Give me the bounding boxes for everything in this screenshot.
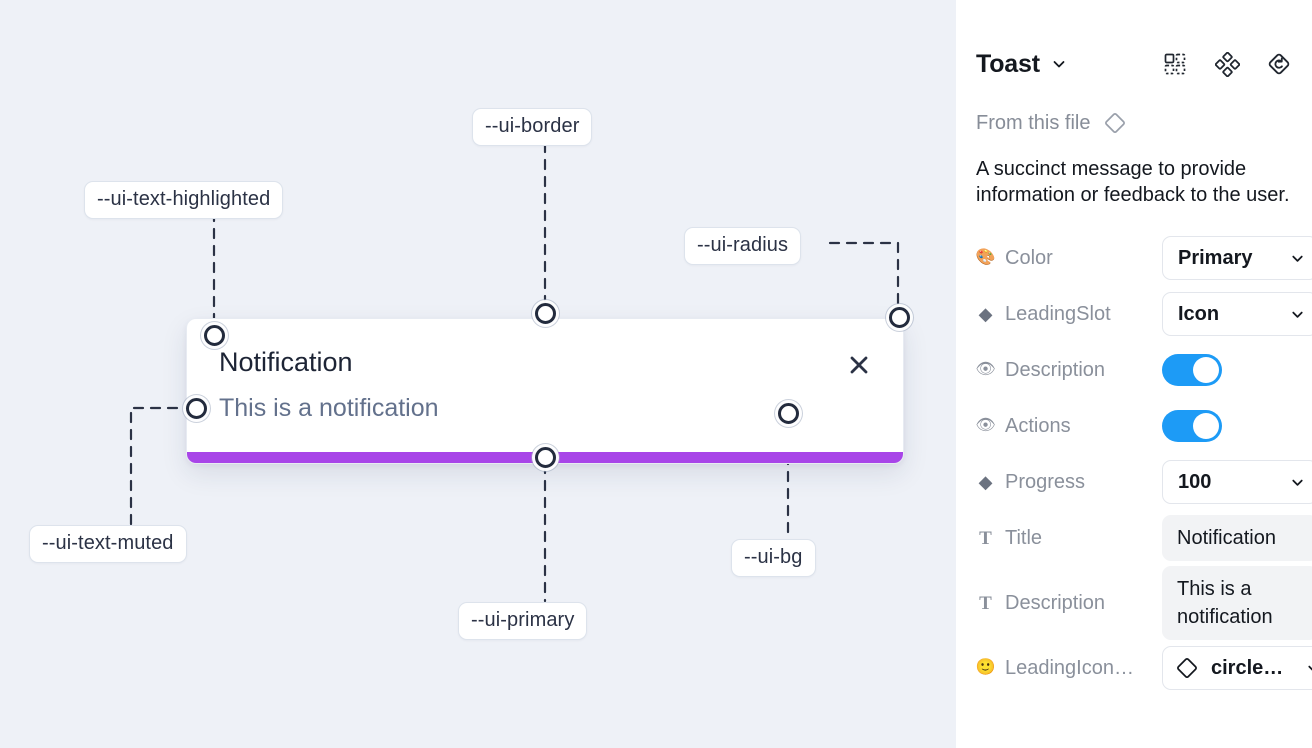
diamond-icon: ◆	[978, 472, 993, 492]
text-icon: T	[979, 527, 992, 549]
design-canvas[interactable]: Notification This is a notification --ui…	[0, 0, 956, 748]
leadingslot-select[interactable]: Icon	[1162, 292, 1312, 336]
token-handle-ui-border[interactable]	[535, 303, 556, 324]
chevron-down-icon[interactable]	[1051, 56, 1067, 72]
title-input[interactable]: Notification	[1162, 515, 1312, 561]
progress-select[interactable]: 100	[1162, 460, 1312, 504]
property-row-description-visibility: 👁 Description	[972, 342, 1296, 398]
chevron-down-icon	[1290, 475, 1305, 490]
header-icon-group	[1162, 51, 1292, 77]
property-row-leadingslot: ◆ LeadingSlot Icon	[972, 286, 1312, 342]
toast-description: This is a notification	[219, 394, 439, 422]
actions-toggle[interactable]	[1162, 410, 1222, 442]
toast-component[interactable]: Notification This is a notification	[186, 318, 904, 464]
eye-icon: 👁	[976, 361, 996, 378]
page-title: Toast	[976, 49, 1040, 78]
property-label-leadingicon: 🙂 LeadingIcon…	[976, 656, 1134, 679]
token-pill-ui-primary[interactable]: --ui-primary	[458, 602, 588, 640]
property-row-color: 🎨 Color Primary	[972, 230, 1312, 286]
property-row-title: T Title Notification	[972, 510, 1312, 566]
text-icon: T	[979, 592, 992, 614]
property-row-leadingicon: 🙂 LeadingIcon… circle…	[972, 640, 1312, 696]
color-select[interactable]: Primary	[1162, 236, 1312, 280]
diamond-icon: ◆	[978, 304, 993, 324]
property-label-title: T Title	[976, 527, 1162, 550]
token-handle-ui-radius[interactable]	[889, 307, 910, 328]
component-diamond-icon	[1174, 655, 1200, 681]
variants-icon[interactable]	[1214, 51, 1240, 77]
property-row-actions: 👁 Actions	[972, 398, 1296, 454]
property-label-color: 🎨 Color	[976, 246, 1053, 269]
property-row-description-text: T Description This is a notification	[972, 566, 1312, 640]
token-pill-ui-radius[interactable]: --ui-radius	[684, 227, 802, 265]
property-label-description-visibility: 👁 Description	[976, 358, 1106, 381]
component-set-icon[interactable]	[1162, 51, 1188, 77]
component-diamond-icon	[1102, 110, 1128, 136]
property-label-progress: ◆ Progress	[976, 471, 1162, 494]
token-handle-ui-primary[interactable]	[535, 447, 556, 468]
chevron-down-icon	[1290, 251, 1305, 266]
close-icon[interactable]	[844, 350, 874, 380]
chevron-down-icon	[1290, 307, 1305, 322]
property-row-progress: ◆ Progress 100	[972, 454, 1312, 510]
property-list: 🎨 Color Primary ◆ LeadingSlot	[972, 230, 1312, 696]
token-pill-ui-text-muted[interactable]: --ui-text-muted	[29, 525, 187, 563]
property-label-description-text: T Description	[976, 592, 1162, 615]
description-toggle[interactable]	[1162, 354, 1222, 386]
token-pill-ui-bg[interactable]: --ui-bg	[731, 539, 816, 577]
inspector-panel: Toast	[956, 0, 1312, 748]
token-handle-ui-text-highlighted[interactable]	[204, 325, 225, 346]
chevron-down-icon	[1306, 661, 1312, 676]
from-this-file-row[interactable]: From this file	[972, 106, 1296, 140]
palette-icon: 🎨	[976, 249, 996, 266]
toast-title: Notification	[219, 347, 353, 377]
leadingicon-select[interactable]: circle…	[1162, 646, 1312, 690]
token-handle-ui-bg[interactable]	[778, 403, 799, 424]
property-label-leadingslot: ◆ LeadingSlot	[976, 303, 1162, 326]
token-handle-ui-text-muted[interactable]	[186, 398, 207, 419]
eye-icon: 👁	[976, 417, 996, 434]
token-pill-ui-text-highlighted[interactable]: --ui-text-highlighted	[84, 181, 284, 219]
component-description: A succinct message to provide informatio…	[976, 158, 1290, 206]
token-pill-ui-border[interactable]: --ui-border	[472, 108, 593, 146]
panel-header: Toast	[972, 28, 1296, 100]
from-this-file-label: From this file	[976, 111, 1091, 134]
property-label-actions: 👁 Actions	[976, 414, 1071, 437]
smiley-icon: 🙂	[976, 659, 996, 676]
toggle-knob	[1193, 413, 1219, 439]
toggle-knob	[1193, 357, 1219, 383]
reset-instance-icon[interactable]	[1266, 51, 1292, 77]
description-input[interactable]: This is a notification	[1162, 566, 1312, 640]
